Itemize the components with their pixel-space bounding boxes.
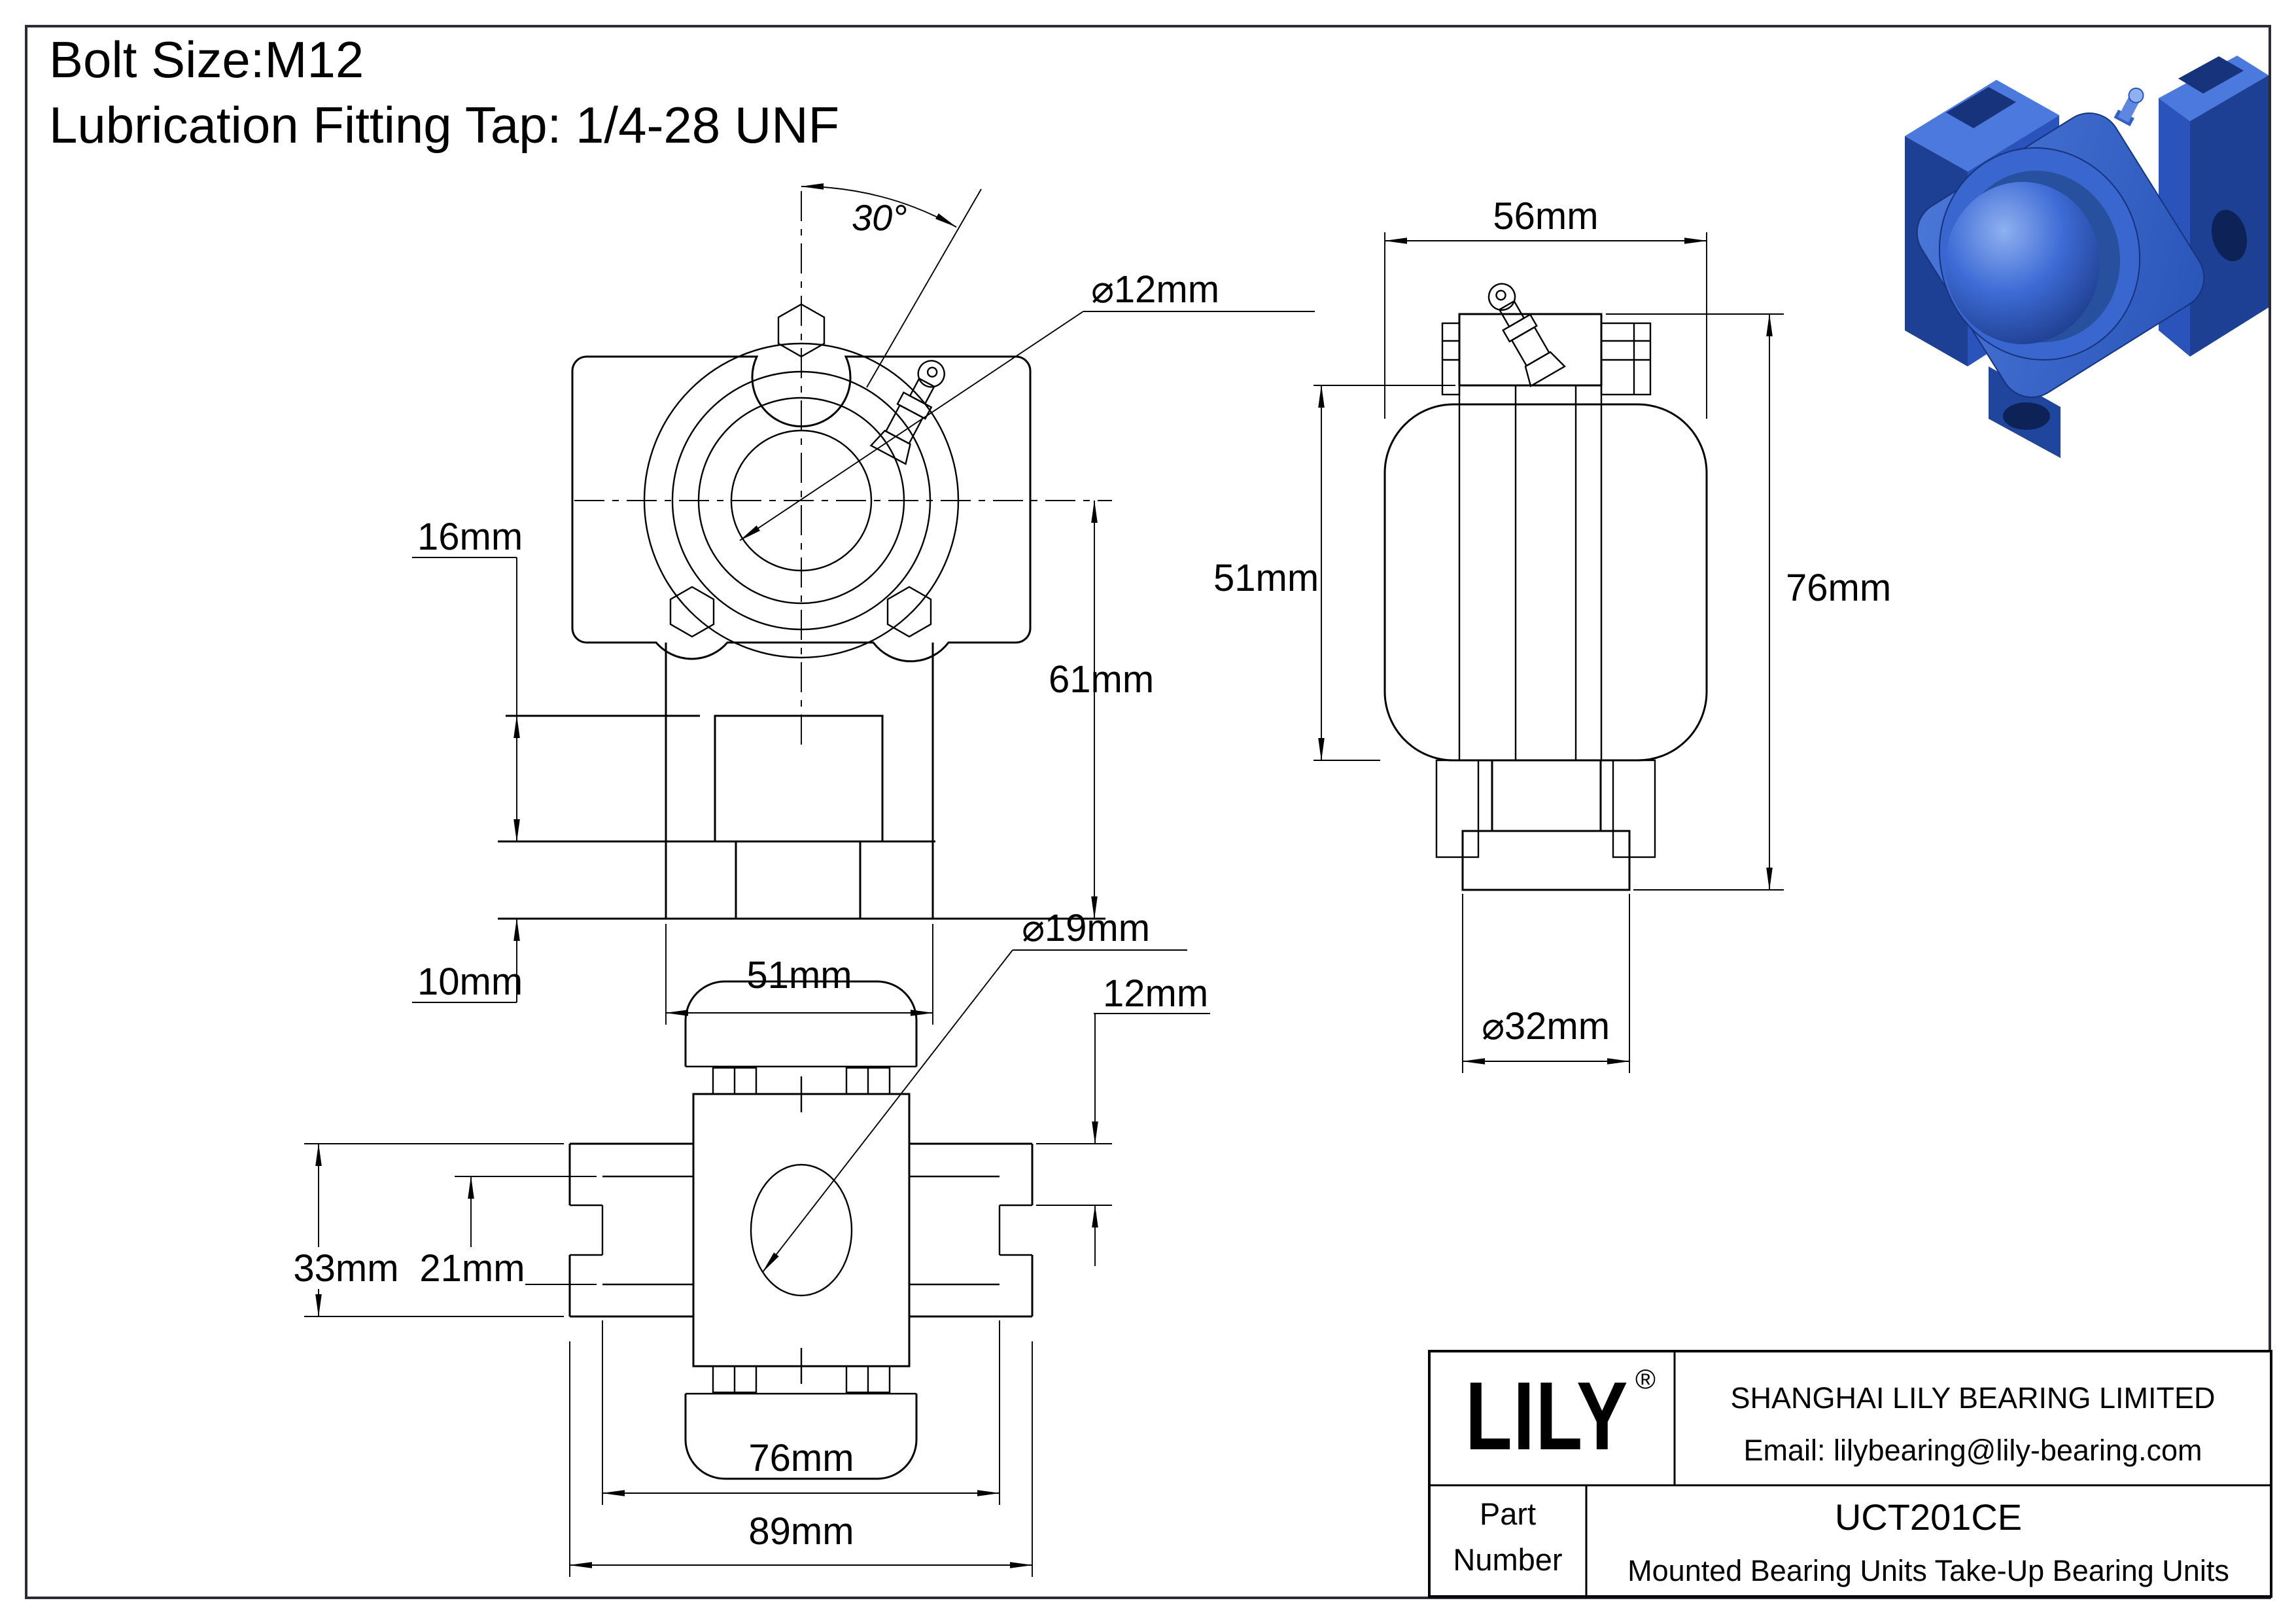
inner-ring-circle bbox=[697, 397, 905, 605]
render-grease-nipple bbox=[2113, 87, 2144, 127]
total-height-label: 76mm bbox=[1786, 567, 1891, 609]
dim-width-56: 56mm bbox=[1384, 195, 1707, 419]
title-block: LILY ® SHANGHAI LILY BEARING LIMITED Ema… bbox=[1428, 1350, 2272, 1598]
side-tab-left bbox=[1435, 759, 1480, 858]
bottom-view: ⌀19mm 12mm 33mm 21mm bbox=[293, 907, 1210, 1577]
bolt-size-label: Bolt Size:M12 bbox=[49, 31, 364, 88]
right-hex-hole bbox=[886, 586, 932, 638]
bottom-bore-ellipse bbox=[750, 1163, 853, 1297]
dim-slot-21: 21mm bbox=[419, 1176, 597, 1290]
side-left-rail-cap bbox=[1441, 322, 1461, 396]
slide-block bbox=[714, 715, 884, 843]
slot-label-bg bbox=[422, 1247, 525, 1289]
left-hex-hole bbox=[669, 586, 715, 638]
dim-angle-30: 30° bbox=[801, 183, 982, 388]
dim-total-76: 76mm bbox=[1606, 313, 1891, 891]
rod-dia-label: ⌀32mm bbox=[1482, 1005, 1610, 1048]
rail-height-label: 12mm bbox=[1103, 972, 1208, 1015]
bottom-bore-label: ⌀19mm bbox=[1022, 907, 1150, 949]
part-label-line1: Part bbox=[1480, 1496, 1536, 1531]
slot-height-label: 21mm bbox=[419, 1247, 525, 1290]
dim-slide-16: 16mm bbox=[412, 516, 523, 842]
side-body bbox=[1383, 403, 1708, 762]
part-description: Mounted Bearing Units Take-Up Bearing Un… bbox=[1627, 1554, 2229, 1587]
side-top-block bbox=[1458, 313, 1603, 387]
base-height-label: 10mm bbox=[417, 961, 523, 1003]
header: Bolt Size:M12 Lubrication Fitting Tap: 1… bbox=[49, 31, 839, 154]
frame-height-label: 33mm bbox=[293, 1247, 398, 1290]
dim-height-61: 61mm bbox=[1049, 500, 1154, 919]
dim-rod-32: ⌀32mm bbox=[1462, 894, 1630, 1073]
lily-logo: LILY bbox=[1465, 1362, 1629, 1470]
housing-square bbox=[692, 1093, 911, 1368]
housing-circle bbox=[643, 342, 960, 659]
render-left-block-top bbox=[1905, 80, 2059, 171]
center-height-label: 61mm bbox=[1049, 658, 1154, 701]
render-left-notch bbox=[1946, 87, 2016, 128]
outer-ring-circle bbox=[671, 370, 931, 631]
dim-slot-51: 51mm bbox=[665, 924, 933, 1025]
lubrication-label: Lubrication Fitting Tap: 1/4-28 UNF bbox=[49, 96, 839, 154]
cap-bottom bbox=[684, 1394, 918, 1480]
dim-housing-51: 51mm bbox=[1213, 385, 1455, 761]
render-right-notch bbox=[2178, 56, 2244, 94]
company-name: SHANGHAI LILY BEARING LIMITED bbox=[1730, 1381, 2215, 1415]
bore-dia-label: ⌀12mm bbox=[1091, 268, 1219, 311]
bolt-spacing-label: 76mm bbox=[748, 1437, 854, 1479]
title-block-border bbox=[1428, 1350, 2272, 1598]
grease-fitting-front bbox=[869, 360, 945, 465]
front-body bbox=[571, 355, 1032, 663]
side-tab-right bbox=[1612, 759, 1656, 858]
registered-mark: ® bbox=[1635, 1364, 1656, 1394]
sheet-border bbox=[25, 25, 2271, 1599]
side-right-rail-cap bbox=[1600, 322, 1652, 396]
dim-overall-89: 89mm bbox=[569, 1341, 1033, 1577]
render-bolt-hole bbox=[2211, 209, 2248, 262]
dim-frame-33: 33mm bbox=[293, 1143, 564, 1317]
3d-render bbox=[1905, 56, 2269, 458]
dim-bore-12: ⌀12mm bbox=[739, 268, 1315, 541]
side-width-label: 56mm bbox=[1493, 195, 1598, 238]
angle-label: 30° bbox=[852, 197, 907, 238]
render-bottom-hole bbox=[2003, 402, 2050, 430]
part-number: UCT201CE bbox=[1835, 1496, 2022, 1538]
dim-base-10: 10mm bbox=[412, 918, 523, 1003]
company-email: Email: lilybearing@lily-bearing.com bbox=[1744, 1434, 2202, 1467]
front-view: 30° ⌀12mm 16mm 10mm 51mm bbox=[412, 183, 1315, 1025]
side-view: 56mm 51mm 76mm ⌀32mm bbox=[1213, 195, 1891, 1073]
overall-width-label: 89mm bbox=[748, 1510, 854, 1553]
dim-bolt-76: 76mm bbox=[602, 1320, 1000, 1505]
frame-band bbox=[568, 1142, 1034, 1318]
frame-label-bg bbox=[294, 1247, 398, 1289]
dim-bore-19: ⌀19mm bbox=[762, 907, 1187, 1273]
slot-width-label: 51mm bbox=[746, 954, 852, 997]
top-hex-hole bbox=[777, 303, 826, 358]
dim-rail-12: 12mm bbox=[1036, 972, 1210, 1266]
part-label-line2: Number bbox=[1453, 1542, 1562, 1577]
cap-top bbox=[684, 980, 918, 1067]
rod-flange bbox=[1461, 830, 1631, 891]
slide-height-label: 16mm bbox=[417, 516, 523, 558]
housing-height-label: 51mm bbox=[1213, 557, 1319, 599]
grease-fitting-side bbox=[1487, 283, 1566, 387]
bore-circle bbox=[730, 429, 873, 572]
render-dome bbox=[1945, 182, 2100, 344]
